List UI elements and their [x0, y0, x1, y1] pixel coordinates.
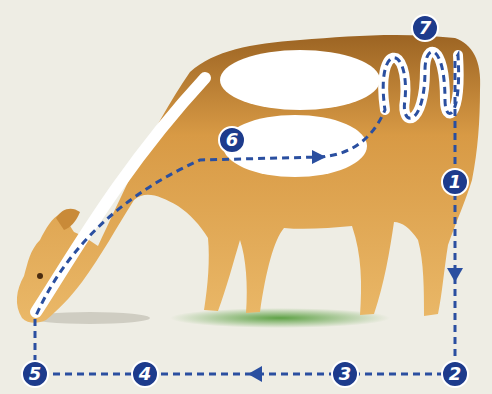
- arrow-head: [312, 150, 326, 164]
- callout-circle: 2: [441, 360, 469, 388]
- callout-number: 7: [419, 19, 432, 37]
- deer-body: [17, 35, 480, 323]
- callout-number: 2: [449, 365, 462, 383]
- esophagus: [36, 78, 205, 312]
- arrow-head: [447, 268, 463, 282]
- deer-eye: [37, 273, 43, 279]
- callout-circle: 6: [218, 126, 246, 154]
- callout-circle: 1: [441, 168, 469, 196]
- callout-number: 4: [139, 365, 152, 383]
- callout-circle: 7: [411, 14, 439, 42]
- callout-circle: 5: [21, 360, 49, 388]
- deer-ear: [56, 209, 80, 230]
- arrow-head: [248, 366, 262, 382]
- callout-number: 5: [29, 365, 42, 383]
- life-cycle-path: [35, 52, 459, 374]
- callout-number: 6: [226, 131, 239, 149]
- callout-number: 3: [339, 365, 352, 383]
- grass-shadow: [170, 308, 390, 328]
- rumen: [220, 50, 380, 110]
- callout-number: 1: [449, 173, 462, 191]
- callout-circle: 3: [331, 360, 359, 388]
- intestine-coil: [383, 52, 458, 119]
- callout-circle: 4: [131, 360, 159, 388]
